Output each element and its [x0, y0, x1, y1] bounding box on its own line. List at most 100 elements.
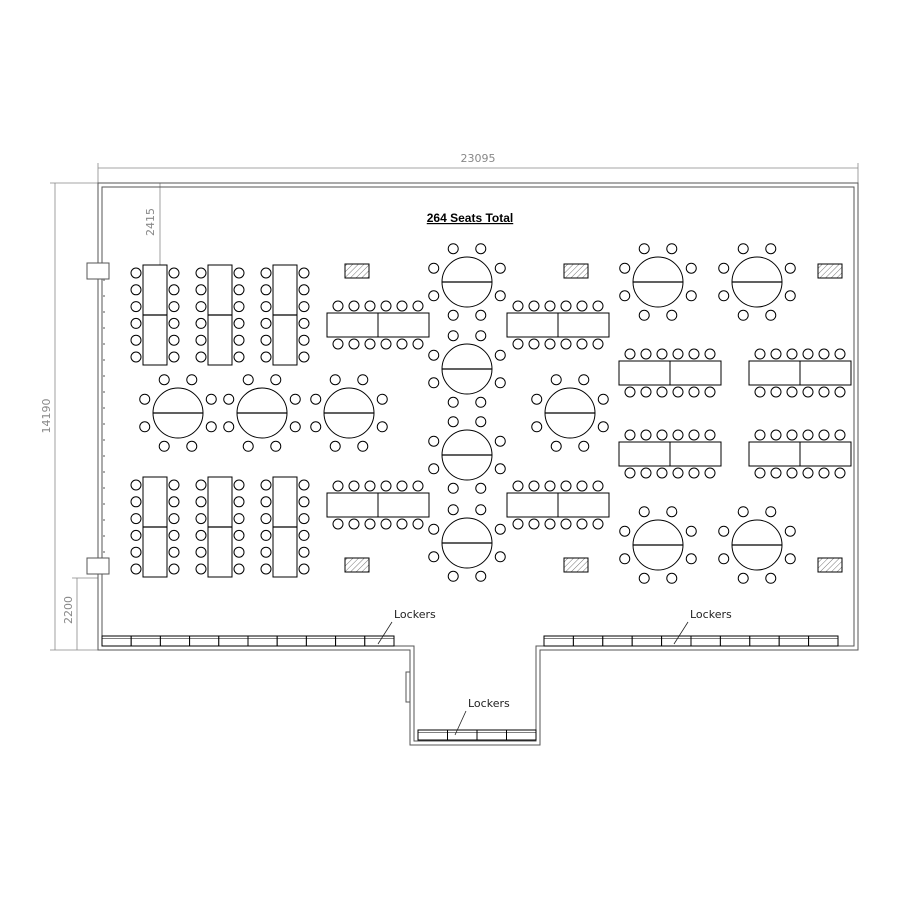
chair [765, 506, 777, 518]
rect-table-bank [195, 264, 245, 366]
chair [233, 301, 245, 313]
chair [737, 572, 749, 584]
chair [784, 553, 796, 565]
chair [512, 518, 524, 530]
chair [624, 386, 636, 398]
chair [205, 393, 217, 405]
chair [329, 440, 341, 452]
chair [640, 348, 652, 360]
chair [666, 572, 678, 584]
chair [168, 267, 180, 279]
chair [560, 480, 572, 492]
chair [619, 290, 631, 302]
chair [428, 377, 440, 389]
chair [329, 374, 341, 386]
chair [528, 300, 540, 312]
locker-unit [690, 635, 721, 647]
chair [260, 317, 272, 329]
chair [298, 334, 310, 346]
chair [298, 284, 310, 296]
chair [195, 529, 207, 541]
chair [544, 300, 556, 312]
chair [672, 348, 684, 360]
chair [786, 429, 798, 441]
chair [233, 351, 245, 363]
chair [576, 338, 588, 350]
chair [130, 513, 142, 525]
chair [638, 243, 650, 255]
chair [195, 317, 207, 329]
chair [364, 300, 376, 312]
chair [289, 421, 301, 433]
locker-unit [130, 635, 161, 647]
furniture-layer [130, 243, 852, 584]
chair [550, 374, 562, 386]
chair [158, 440, 170, 452]
chair [380, 338, 392, 350]
chair [298, 351, 310, 363]
chair [592, 518, 604, 530]
dimension-lines [50, 163, 859, 651]
chair [447, 330, 459, 342]
chair [158, 374, 170, 386]
locker-unit [189, 635, 220, 647]
hatched-column [344, 557, 370, 573]
chair [672, 386, 684, 398]
chair [704, 429, 716, 441]
chair [512, 480, 524, 492]
chair [332, 338, 344, 350]
chair [544, 480, 556, 492]
chair [765, 243, 777, 255]
chair [531, 393, 543, 405]
chair [475, 570, 487, 582]
chair [685, 290, 697, 302]
chair [802, 386, 814, 398]
chair [718, 290, 730, 302]
chair [298, 529, 310, 541]
chair [818, 429, 830, 441]
width-dimension: 23095 [461, 152, 496, 165]
chair [656, 467, 668, 479]
chair [298, 513, 310, 525]
chair [428, 262, 440, 274]
chair [688, 386, 700, 398]
chair [310, 421, 322, 433]
chair [475, 416, 487, 428]
chair [447, 396, 459, 408]
rect-table-bank [260, 264, 310, 366]
rect-table-bank [506, 300, 610, 350]
chair [298, 301, 310, 313]
chair [233, 317, 245, 329]
hatched-column [563, 557, 589, 573]
chair [195, 284, 207, 296]
chair [130, 563, 142, 575]
chair [270, 374, 282, 386]
chair [380, 300, 392, 312]
chair [260, 284, 272, 296]
chair [494, 349, 506, 361]
lockers-label-bottom: Lockers [468, 697, 510, 710]
chair [528, 518, 540, 530]
chair [130, 317, 142, 329]
lockers-label-left: Lockers [394, 608, 436, 621]
chair [718, 262, 730, 274]
chair [130, 284, 142, 296]
lockers-leader-bottom [454, 710, 467, 736]
chair [786, 386, 798, 398]
chair [168, 301, 180, 313]
chair [168, 351, 180, 363]
chair [818, 386, 830, 398]
round-table [428, 243, 506, 321]
chair [233, 479, 245, 491]
chair [332, 300, 344, 312]
rect-table-bank [326, 300, 430, 350]
chair [139, 421, 151, 433]
chair [834, 467, 846, 479]
chair [512, 300, 524, 312]
chair [754, 429, 766, 441]
chair [186, 440, 198, 452]
round-table [428, 504, 506, 582]
chair [528, 338, 540, 350]
chair [737, 309, 749, 321]
locker-unit [719, 635, 751, 647]
